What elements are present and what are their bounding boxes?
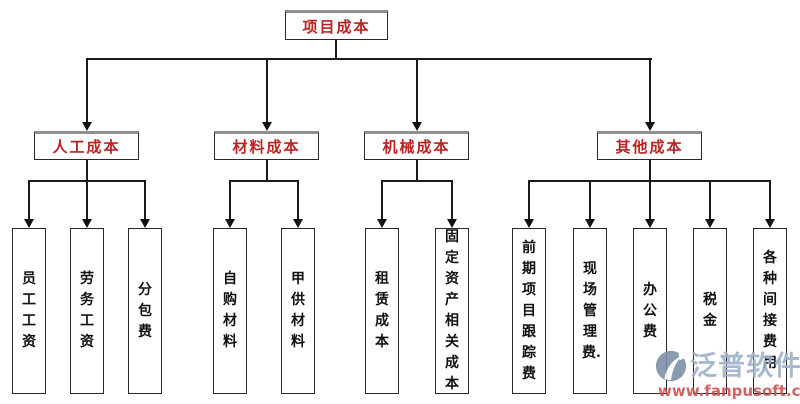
connector-drop-tracking-fee (528, 180, 530, 220)
connector-drop-labor (86, 58, 88, 122)
branch-machinery-cost: 机械成本 (364, 131, 469, 160)
connector-drop-rental-cost (381, 180, 383, 220)
leaf-labor-service-wages: 劳务工资 (70, 228, 104, 394)
leaf-subcontract-fee: 分包费 (128, 228, 162, 394)
leaf-subcontract-fee-label: 分包费 (138, 281, 152, 340)
connector-root-stub (335, 40, 337, 59)
leaf-tax-label: 税金 (703, 292, 717, 329)
connector-drop-tax (709, 180, 711, 220)
watermark: 泛普软件 www.fanpusoft.com (652, 342, 800, 404)
branch-other-cost: 其他成本 (597, 131, 702, 160)
arrowhead-indirect-costs-icon (765, 219, 775, 228)
leaf-fixed-asset-related-cost-label: 固定资产相关成本 (445, 229, 459, 392)
connector-machinery-stub (416, 160, 418, 182)
arrowhead-labor-icon (82, 122, 92, 131)
watermark-brand-text: 泛普软件 (690, 351, 800, 382)
leaf-early-project-tracking-fee-label: 前期项目跟踪费 (522, 239, 536, 382)
connector-drop-self-purchased (229, 180, 231, 220)
leaf-owner-supplied-materials-label: 甲供材料 (291, 271, 305, 350)
connector-drop-owner-supplied (297, 180, 299, 220)
connector-drop-labor-service-wages (86, 180, 88, 220)
connector-drop-subcontract-fee (144, 180, 146, 220)
leaf-labor-service-wages-label: 劳务工资 (80, 271, 94, 350)
leaf-site-management-fee-label: 现场管理费. (582, 260, 601, 361)
leaf-owner-supplied-materials: 甲供材料 (281, 228, 315, 394)
connector-material-rail (229, 180, 299, 182)
branch-material-cost-label: 材料成本 (232, 138, 301, 156)
arrowhead-tax-icon (705, 219, 715, 228)
leaf-indirect-costs: 各种间接费用 (753, 228, 787, 394)
arrowhead-material-icon (262, 122, 272, 131)
branch-machinery-cost-label: 机械成本 (382, 138, 451, 156)
leaf-site-management-fee: 现场管理费. (573, 228, 607, 394)
arrowhead-office-expense-icon (645, 219, 655, 228)
connector-drop-employee-wages (28, 180, 30, 220)
connector-drop-indirect-costs (769, 180, 771, 220)
arrowhead-owner-supplied-icon (293, 219, 303, 228)
connector-drop-fixed-asset (451, 180, 453, 220)
leaf-self-purchased-materials: 自购材料 (213, 228, 247, 394)
arrowhead-employee-wages-icon (24, 219, 34, 228)
arrowhead-self-purchased-icon (225, 219, 235, 228)
connector-drop-office-expense (649, 180, 651, 220)
leaf-employee-wages-label: 员工工资 (22, 271, 36, 350)
leaf-rental-cost-label: 租赁成本 (375, 271, 389, 350)
swirl-logo-icon (655, 350, 687, 382)
connector-material-stub (266, 160, 268, 182)
connector-machinery-rail (381, 180, 453, 182)
arrowhead-site-management-icon (585, 219, 595, 228)
connector-other-stub (649, 160, 651, 182)
leaf-office-expense-label: 办公费 (643, 281, 657, 340)
leaf-employee-wages: 员工工资 (12, 228, 46, 394)
leaf-fixed-asset-related-cost: 固定资产相关成本 (435, 228, 469, 394)
connector-drop-material (266, 58, 268, 122)
leaf-tax: 税金 (693, 228, 727, 394)
arrowhead-rental-cost-icon (377, 219, 387, 228)
arrowhead-machinery-icon (412, 122, 422, 131)
leaf-early-project-tracking-fee: 前期项目跟踪费 (512, 228, 546, 394)
watermark-url-text: www.fanpusoft.com (658, 382, 800, 400)
connector-drop-machinery (416, 58, 418, 122)
leaf-rental-cost: 租赁成本 (365, 228, 399, 394)
connector-labor-stub (86, 160, 88, 182)
arrowhead-fixed-asset-icon (447, 219, 457, 228)
root-node-project-cost: 项目成本 (285, 10, 388, 40)
root-node-label: 项目成本 (302, 17, 371, 36)
leaf-indirect-costs-label: 各种间接费用 (763, 250, 777, 371)
branch-material-cost: 材料成本 (214, 131, 319, 160)
arrowhead-labor-service-wages-icon (82, 219, 92, 228)
branch-labor-cost: 人工成本 (34, 131, 139, 160)
connector-level1-rail (86, 58, 652, 60)
branch-other-cost-label: 其他成本 (615, 138, 684, 156)
arrowhead-tracking-fee-icon (524, 219, 534, 228)
connector-drop-other (649, 58, 651, 122)
branch-labor-cost-label: 人工成本 (52, 138, 121, 156)
arrowhead-subcontract-fee-icon (140, 219, 150, 228)
arrowhead-other-icon (645, 122, 655, 131)
connector-drop-site-management (589, 180, 591, 220)
leaf-self-purchased-materials-label: 自购材料 (223, 271, 237, 350)
